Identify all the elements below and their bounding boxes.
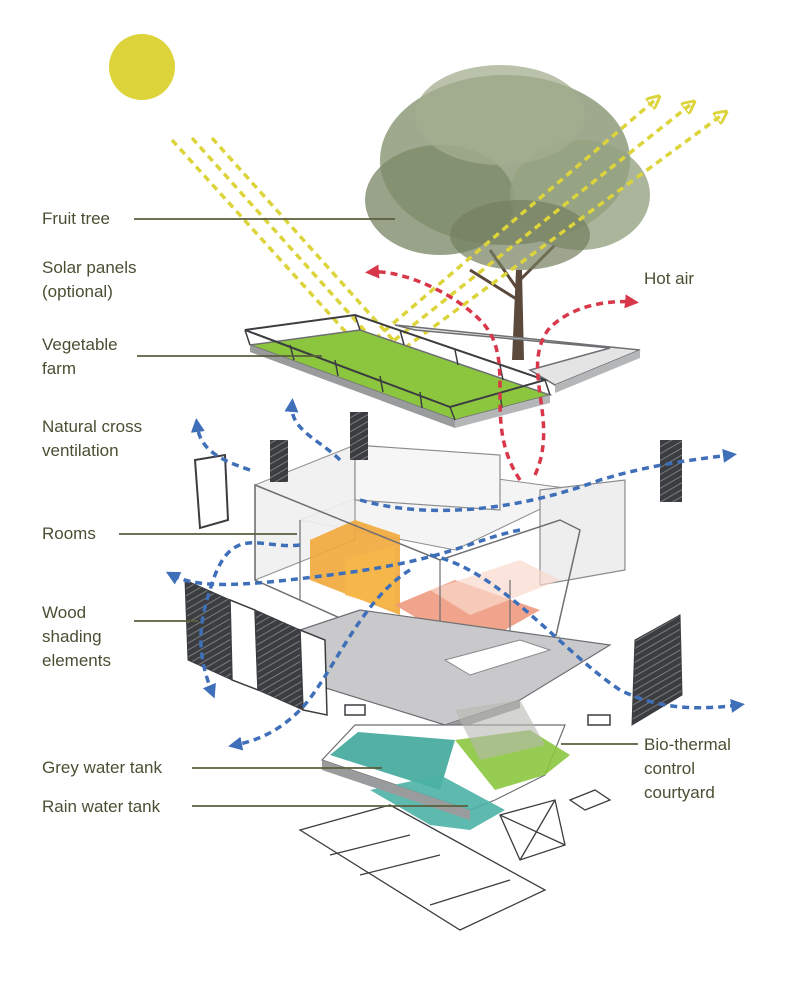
label-vegetable-farm: Vegetable farm — [42, 333, 118, 381]
water-tank-layer — [320, 700, 611, 830]
wood-shading-panels — [184, 579, 683, 726]
label-bio-thermal-line1: Bio-thermal — [644, 735, 731, 754]
label-wood-shading-line2: shading — [42, 627, 102, 646]
label-wood-shading-line3: elements — [42, 651, 111, 670]
label-rain-water-tank: Rain water tank — [42, 797, 161, 816]
grey-water-tank — [330, 732, 455, 790]
label-bio-thermal-courtyard: Bio-thermal control courtyard — [644, 733, 731, 805]
sun-icon — [109, 34, 175, 100]
label-vegetable-farm-line1: Vegetable — [42, 335, 118, 354]
roof-vegetable-farm-layer — [244, 313, 641, 428]
cross-ventilation-arrows — [165, 398, 745, 751]
label-wood-shading: Wood shading elements — [42, 601, 111, 673]
leader-lines — [119, 218, 638, 807]
label-fruit-tree: Fruit tree — [42, 209, 111, 228]
label-hot-air: Hot air — [644, 269, 695, 288]
label-ventilation-line2: ventilation — [42, 441, 119, 460]
label-vegetable-farm-line2: farm — [42, 359, 76, 378]
shutter-top-middle — [350, 412, 368, 460]
shutter-right — [660, 440, 682, 502]
label-solar-panels-line1: Solar panels — [42, 258, 137, 277]
rooms-layer — [193, 412, 682, 675]
window-panel-left — [193, 453, 230, 530]
label-ventilation-line1: Natural cross — [42, 417, 143, 436]
label-bio-thermal-line3: courtyard — [644, 783, 715, 802]
label-solar-panels-line2: (optional) — [42, 282, 113, 301]
ground-plan-outline — [298, 789, 612, 931]
label-bio-thermal-line2: control — [644, 759, 696, 778]
label-grey-water-tank: Grey water tank — [42, 758, 162, 777]
hot-air-arrows — [365, 264, 639, 481]
label-natural-cross-ventilation: Natural cross ventilation — [42, 415, 142, 463]
label-solar-panels: Solar panels (optional) — [42, 256, 137, 304]
label-wood-shading-line1: Wood — [42, 603, 87, 622]
shutter-top-left — [270, 440, 288, 482]
fruit-tree-illustration — [365, 65, 650, 360]
label-rooms: Rooms — [42, 524, 96, 543]
